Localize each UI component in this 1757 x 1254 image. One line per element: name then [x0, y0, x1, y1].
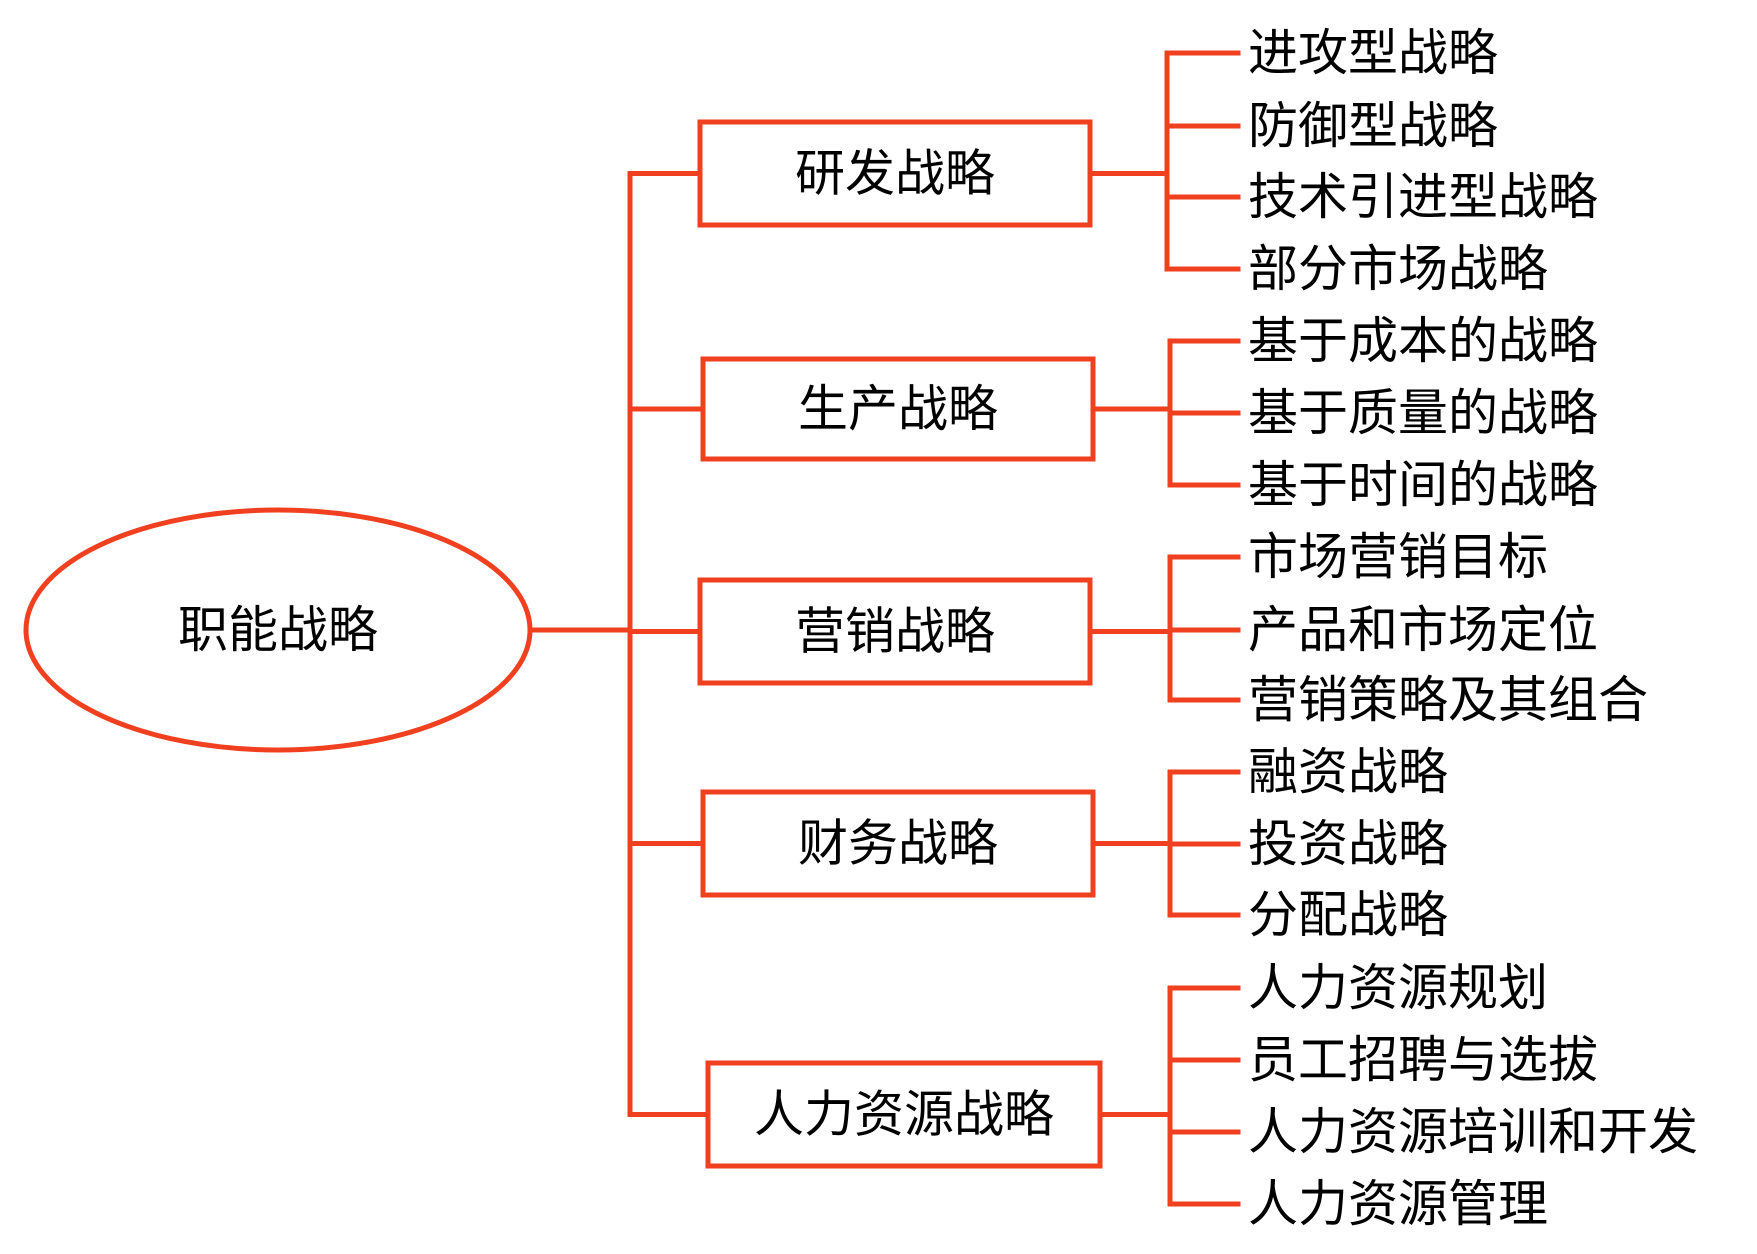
root-label: 职能战略 — [178, 601, 378, 659]
root-node: 职能战略 — [23, 507, 533, 753]
branch-label: 营销战略 — [795, 603, 995, 661]
leaf-label: 市场营销目标 — [1248, 528, 1548, 586]
leaf-label: 技术引进型战略 — [1248, 168, 1598, 226]
leaf-labels: 进攻型战略防御型战略技术引进型战略部分市场战略基于成本的战略基于质量的战略基于时… — [1248, 24, 1698, 1233]
leaf-label: 员工招聘与选拔 — [1248, 1031, 1598, 1089]
leaf-label: 防御型战略 — [1248, 97, 1498, 155]
branch-label: 研发战略 — [795, 145, 995, 203]
leaf-label: 产品和市场定位 — [1248, 601, 1598, 659]
branch-label: 财务战略 — [798, 815, 998, 873]
branch-box — [705, 1060, 1103, 1169]
leaf-label: 进攻型战略 — [1248, 24, 1498, 82]
leaf-label: 投资战略 — [1248, 815, 1448, 873]
branch-label: 人力资源战略 — [754, 1086, 1054, 1144]
branch-label: 生产战略 — [798, 380, 998, 438]
leaf-label: 基于成本的战略 — [1248, 312, 1598, 370]
root-ellipse — [23, 507, 533, 753]
leaf-label: 分配战略 — [1248, 886, 1448, 944]
leaf-label: 部分市场战略 — [1248, 240, 1548, 298]
branch-box — [700, 356, 1096, 462]
leaf-label: 人力资源规划 — [1248, 959, 1548, 1017]
branch-box — [697, 577, 1093, 686]
connector-lines — [527, 50, 1241, 1207]
leaf-label: 基于时间的战略 — [1248, 456, 1598, 514]
leaf-label: 基于质量的战略 — [1248, 384, 1598, 442]
leaf-label: 人力资源培训和开发 — [1248, 1103, 1698, 1161]
leaf-label: 人力资源管理 — [1248, 1175, 1548, 1233]
branch-box — [700, 789, 1096, 898]
leaf-label: 融资战略 — [1248, 743, 1448, 801]
leaf-label: 营销策略及其组合 — [1248, 671, 1648, 729]
branch-box — [697, 119, 1093, 228]
